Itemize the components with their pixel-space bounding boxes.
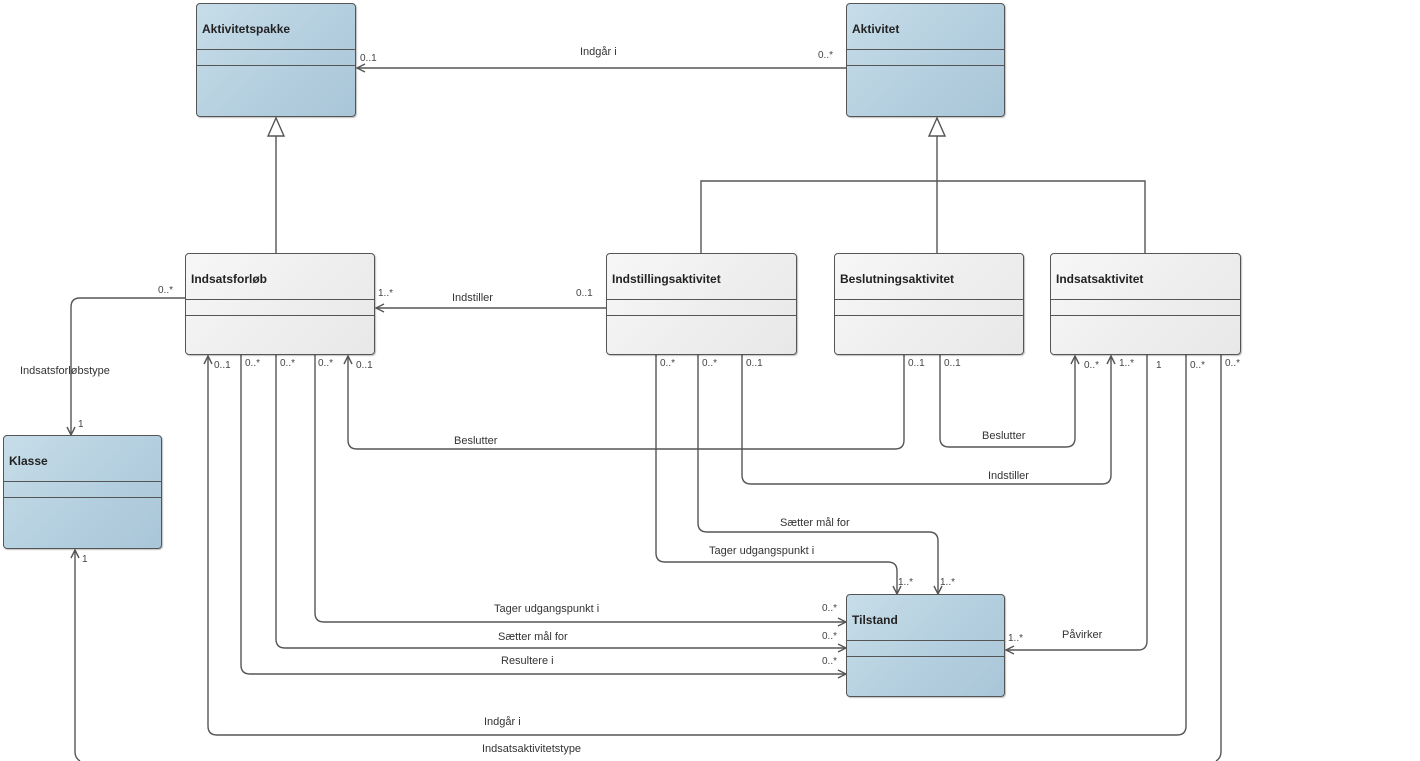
attributes-divider: [847, 640, 1004, 641]
multiplicity: 0..1: [944, 358, 961, 369]
class-name: Aktivitet: [852, 22, 900, 36]
multiplicity: 1: [1156, 360, 1162, 371]
class-aktivitet[interactable]: Aktivitet: [846, 3, 1005, 117]
association-label: Indsatsaktivitetstype: [482, 743, 582, 755]
multiplicity: 0..*: [158, 285, 174, 296]
association-label: Indstiller: [988, 470, 1029, 482]
multiplicity: 0..*: [1225, 358, 1241, 369]
association-label: Beslutter: [454, 435, 498, 447]
class-name: Indstillingsaktivitet: [612, 272, 721, 286]
association-label: Beslutter: [982, 430, 1026, 442]
attributes-divider: [847, 49, 1004, 50]
edge-indstilling-indstiller-indsats: [741, 355, 1111, 485]
association-label: Indgår i: [580, 46, 617, 58]
attributes-divider: [607, 299, 796, 300]
generalization-arrowhead-icon: [927, 116, 947, 137]
operations-divider: [847, 656, 1004, 657]
multiplicity: 0..*: [1084, 360, 1100, 371]
operations-divider: [607, 315, 796, 316]
multiplicity: 0..*: [822, 656, 838, 667]
generalization-arrowhead-icon: [266, 116, 286, 137]
edge-forloeb-saetter-maal-tilstand: [275, 355, 846, 648]
operations-divider: [835, 315, 1023, 316]
multiplicity: 0..*: [245, 358, 261, 369]
edge-indstilling-saetter-maal-tilstand: [697, 355, 938, 594]
multiplicity: 0..*: [702, 358, 718, 369]
class-klasse[interactable]: Klasse: [3, 435, 162, 549]
multiplicity: 1: [82, 554, 88, 565]
multiplicity: 0..*: [822, 603, 838, 614]
association-label: Sætter mål for: [780, 517, 850, 529]
multiplicity: 0..*: [1190, 360, 1206, 371]
multiplicity: 0..*: [318, 358, 334, 369]
association-label: Indgår i: [484, 716, 521, 728]
class-beslutningsaktivitet[interactable]: Beslutningsaktivitet: [834, 253, 1024, 355]
class-name: Klasse: [9, 454, 48, 468]
multiplicity: 0..1: [908, 358, 925, 369]
association-label: Indsatsforløbstype: [20, 365, 110, 377]
edge-beslutning-beslutter-forloeb: [348, 355, 905, 450]
multiplicity: 0..*: [660, 358, 676, 369]
attributes-divider: [1051, 299, 1240, 300]
class-name: Indsatsforløb: [191, 272, 268, 286]
multiplicity: 1..*: [1119, 358, 1135, 369]
multiplicity: 0..1: [746, 358, 763, 369]
attributes-divider: [835, 299, 1023, 300]
edge-forloeb-tager-udgangspunkt-tilstand: [314, 355, 846, 622]
edge-forloeb-resultere-tilstand: [240, 355, 846, 674]
association-label: Påvirker: [1062, 629, 1103, 641]
edge-indsats-paavirker-tilstand: [1006, 355, 1148, 650]
multiplicity: 0..*: [822, 631, 838, 642]
attributes-divider: [4, 481, 161, 482]
edge-forloeb-type-klasse: [71, 297, 186, 435]
class-indsatsforloeb[interactable]: Indsatsforløb: [185, 253, 375, 355]
class-indsatsaktivitet[interactable]: Indsatsaktivitet: [1050, 253, 1241, 355]
multiplicity: 0..1: [356, 360, 373, 371]
class-name: Aktivitetspakke: [202, 22, 291, 36]
operations-divider: [4, 497, 161, 498]
multiplicity: 0..1: [360, 53, 377, 64]
generalization-tree-aktivitet: [700, 136, 1146, 253]
multiplicity: 1..*: [1008, 633, 1024, 644]
operations-divider: [197, 65, 355, 66]
multiplicity: 0..*: [280, 358, 296, 369]
association-label: Sætter mål for: [498, 631, 568, 643]
multiplicity: 0..1: [576, 288, 593, 299]
association-label: Tager udgangspunkt i: [709, 545, 815, 557]
edge-indsats-indgaar-i-forloeb: [208, 355, 1187, 736]
association-label: Resultere i: [501, 655, 554, 667]
edge-beslutning-beslutter-indsats: [939, 355, 1075, 448]
class-tilstand[interactable]: Tilstand: [846, 594, 1005, 697]
class-aktivitetspakke[interactable]: Aktivitetspakke: [196, 3, 356, 117]
multiplicity: 1..*: [898, 577, 914, 588]
operations-divider: [1051, 315, 1240, 316]
attributes-divider: [186, 299, 374, 300]
edge-indstilling-tager-udgangspunkt-tilstand: [655, 355, 897, 594]
operations-divider: [186, 315, 374, 316]
multiplicity: 1..*: [940, 577, 956, 588]
class-name: Indsatsaktivitet: [1056, 272, 1144, 286]
class-indstillingsaktivitet[interactable]: Indstillingsaktivitet: [606, 253, 797, 355]
class-name: Tilstand: [852, 613, 898, 627]
multiplicity: 1..*: [378, 288, 394, 299]
operations-divider: [847, 65, 1004, 66]
multiplicity: 0..*: [818, 50, 834, 61]
class-name: Beslutningsaktivitet: [840, 272, 955, 286]
edge-indsats-type-klasse: [75, 355, 1222, 761]
association-label: Tager udgangspunkt i: [494, 603, 600, 615]
association-label: Indstiller: [452, 292, 493, 304]
multiplicity: 0..1: [214, 360, 231, 371]
multiplicity: 1: [78, 419, 84, 430]
attributes-divider: [197, 49, 355, 50]
